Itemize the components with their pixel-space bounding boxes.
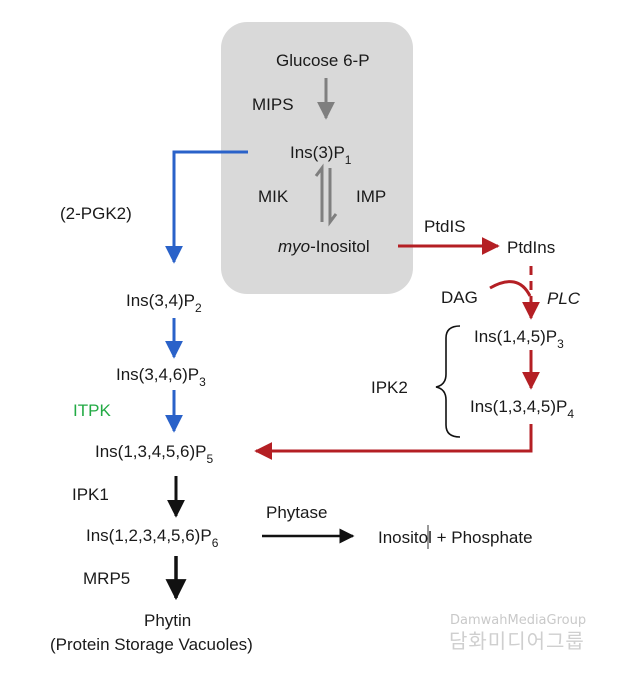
enzyme-mik: MIK xyxy=(258,187,289,206)
enzyme-dag: DAG xyxy=(441,288,478,307)
enzyme-imp: IMP xyxy=(356,187,386,206)
node-ins346p3: Ins(3,4,6)P3 xyxy=(116,365,206,389)
enzyme-ipk2: IPK2 xyxy=(371,378,408,397)
node-myo-inositol: myo-Inositol xyxy=(278,237,370,256)
node-ins123456p6: Ins(1,2,3,4,5,6)P6 xyxy=(86,526,219,550)
enzyme-2-pgk2: (2-PGK2) xyxy=(60,204,132,223)
red-arrow-p4-to-p5 xyxy=(254,424,533,460)
pgk2-arrow xyxy=(165,150,248,264)
node-ins34p2: Ins(3,4)P2 xyxy=(126,291,202,315)
ipk2-brace xyxy=(435,325,461,438)
node-ptdins: PtdIns xyxy=(507,238,555,257)
watermark-latin: DamwahMediaGroup xyxy=(450,613,586,628)
enzyme-plc: PLC xyxy=(547,289,581,308)
dag-curve-arrow xyxy=(489,280,532,297)
node-ins3p1: Ins(3)P1 xyxy=(290,143,352,167)
node-inositol-phosphate: Inositol + Phosphate xyxy=(378,528,533,547)
node-ins145p3: Ins(1,4,5)P3 xyxy=(474,327,564,351)
watermark-korean: 담화미디어그룹 xyxy=(449,629,585,653)
enzyme-ptdis: PtdIS xyxy=(424,217,466,236)
enzyme-mips: MIPS xyxy=(252,95,294,114)
enzyme-ipk1: IPK1 xyxy=(72,485,109,504)
node-protein-storage-vacuoles: (Protein Storage Vacuoles) xyxy=(50,635,253,654)
node-ins1345p4: Ins(1,3,4,5)P4 xyxy=(470,397,574,421)
cytosol-region-box xyxy=(221,22,413,294)
node-ins13456p5: Ins(1,3,4,5,6)P5 xyxy=(95,442,214,466)
enzyme-phytase: Phytase xyxy=(266,503,327,522)
node-glucose-6-p: Glucose 6-P xyxy=(276,51,370,70)
mik-imp-equilibrium-arrows xyxy=(314,163,338,227)
enzyme-itpk: ITPK xyxy=(73,401,111,420)
enzyme-mrp5: MRP5 xyxy=(83,569,130,588)
node-phytin: Phytin xyxy=(144,611,191,630)
